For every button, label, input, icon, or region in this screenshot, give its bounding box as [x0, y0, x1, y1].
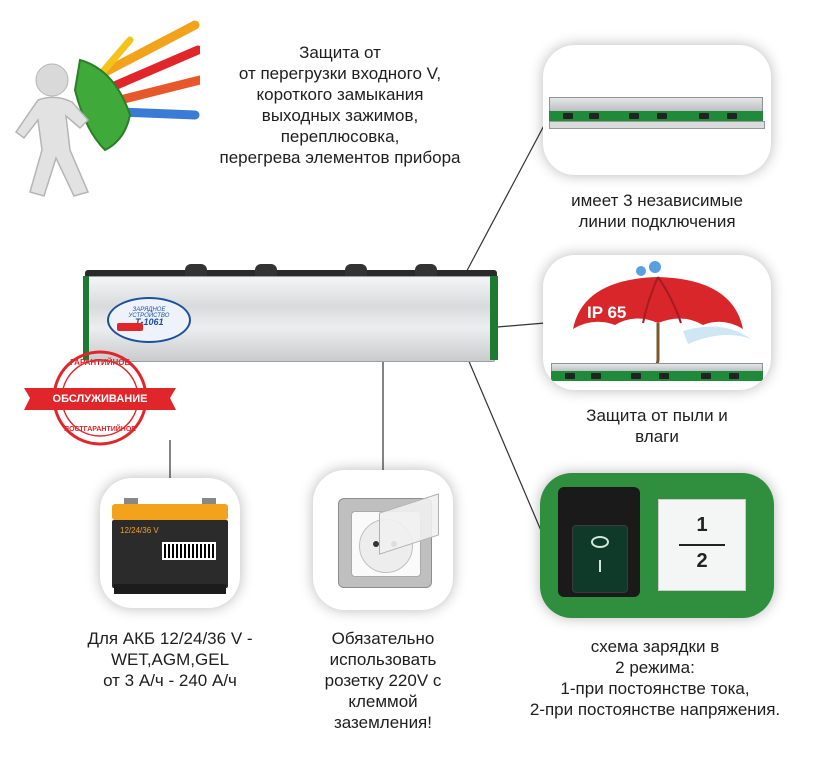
- battery-card: 12/24/36 V: [100, 478, 240, 608]
- caption-line: заземления!: [334, 713, 432, 732]
- umbrella-icon: [573, 261, 751, 369]
- brand-logo: ЗАРЯДНОЕ УСТРОЙСТВО Т-1061: [107, 297, 191, 343]
- protection-caption: Защита от от перегрузки входного V, коро…: [175, 42, 505, 168]
- mode-top: 1: [696, 514, 708, 536]
- caption-line: использовать: [329, 650, 437, 669]
- protection-line: выходных зажимов,: [261, 106, 419, 125]
- caption-line: схема зарядки в: [590, 637, 720, 656]
- caption-line: влаги: [635, 427, 679, 446]
- battery-label: 12/24/36 V: [120, 526, 159, 535]
- caption-line: Обязательно: [331, 629, 435, 648]
- stamp-icon: [24, 350, 176, 446]
- caption-line: клеммой: [348, 692, 418, 711]
- protection-line: переплюсовка,: [280, 127, 400, 146]
- switch-caption: схема зарядки в 2 режима: 1-при постоянс…: [480, 636, 830, 720]
- caption-line: 1-при постоянстве тока,: [560, 679, 750, 698]
- caption-line: имеет 3 независимые: [571, 191, 743, 210]
- device-strip-image: [549, 97, 765, 129]
- caption-line: Защита от пыли и: [586, 406, 728, 425]
- connection-lines-caption: имеет 3 независимые линии подключения: [543, 190, 771, 232]
- battery-caption: Для АКБ 12/24/36 V - WET,AGM,GEL от 3 А/…: [40, 628, 300, 691]
- mode-label: 1 2: [658, 499, 746, 591]
- rocker-switch-icon: [558, 487, 640, 597]
- caption-line: 2 режима:: [615, 658, 695, 677]
- protection-line: перегрева элементов прибора: [219, 148, 461, 167]
- caption-line: линии подключения: [578, 212, 736, 231]
- ip-protection-caption: Защита от пыли и влаги: [543, 405, 771, 447]
- brand-text: ЗАРЯДНОЕ УСТРОЙСТВО: [128, 307, 170, 319]
- model-text: Т-1061: [135, 317, 164, 327]
- mode-bottom: 2: [696, 550, 708, 572]
- warranty-stamp: ГАРАНТИЙНОЕ ОБСЛУЖИВАНИЕ ПОСТГАРАНТИЙНОЕ: [20, 348, 180, 448]
- socket-caption: Обязательно использовать розетку 220V с …: [283, 628, 483, 733]
- stamp-top-text: ГАРАНТИЙНОЕ: [70, 358, 130, 367]
- connection-lines-card: [543, 45, 771, 175]
- protection-line: от перегрузки входного V,: [238, 64, 442, 83]
- ip-badge: IP 65: [587, 303, 627, 322]
- stamp-ribbon-text: ОБСЛУЖИВАНИЕ: [52, 393, 148, 405]
- caption-line: 2-при постоянстве напряжения.: [529, 700, 781, 719]
- socket-card: [313, 470, 453, 610]
- caption-line: Для АКБ 12/24/36 V -: [87, 629, 253, 648]
- caption-line: WET,AGM,GEL: [110, 650, 230, 669]
- caption-line: от 3 А/ч - 240 А/ч: [103, 671, 237, 690]
- charger-device: ЗАРЯДНОЕ УСТРОЙСТВО Т-1061: [83, 262, 498, 362]
- caption-line: розетку 220V с: [324, 671, 442, 690]
- switch-card: 1 2: [540, 473, 774, 618]
- device-strip-image: [551, 363, 763, 385]
- protection-line: короткого замыкания: [256, 85, 424, 104]
- ip-protection-card: IP 65: [543, 255, 771, 390]
- protection-figure-icon: [14, 20, 200, 197]
- battery-icon: 12/24/36 V: [112, 498, 228, 596]
- protection-line: Защита от: [299, 43, 381, 62]
- socket-icon: [338, 493, 439, 588]
- stamp-bottom-text: ПОСТГАРАНТИЙНОЕ: [64, 426, 136, 433]
